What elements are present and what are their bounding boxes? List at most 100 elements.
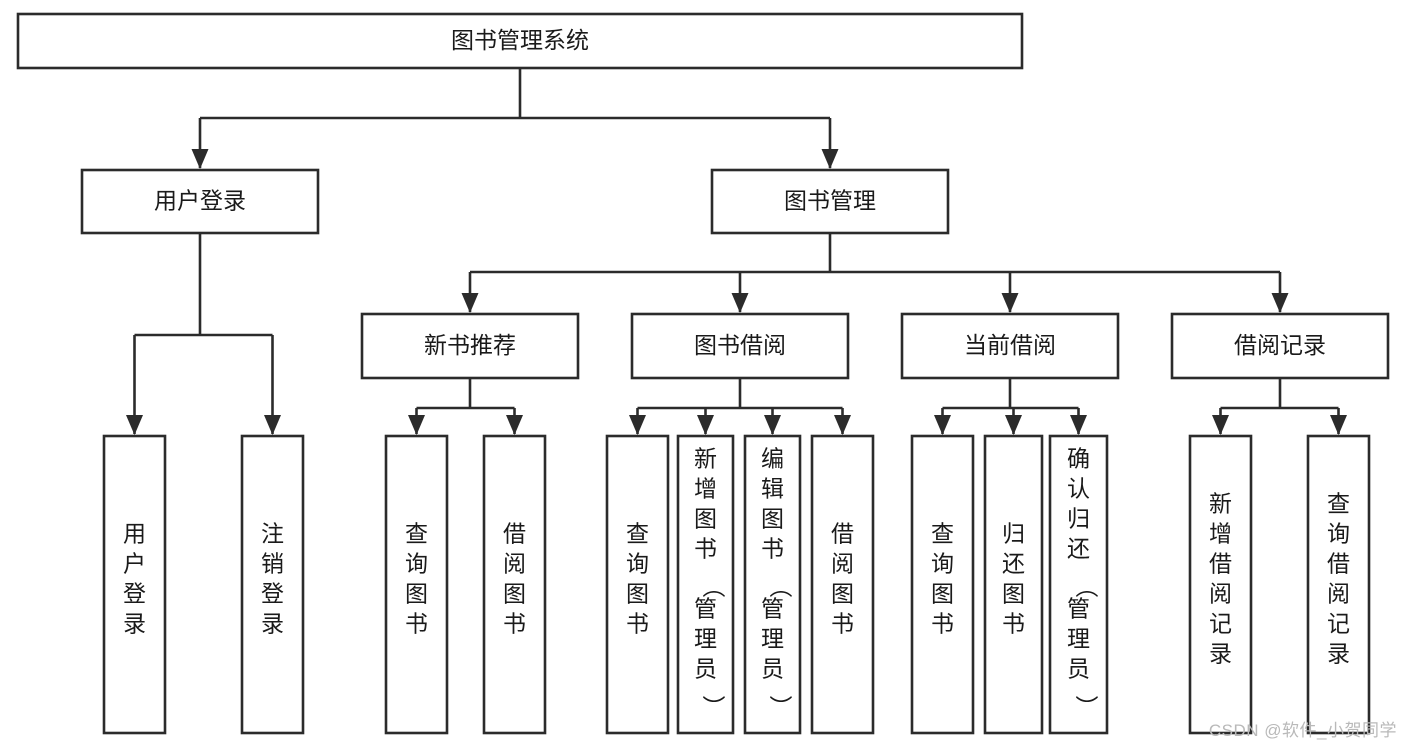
node-new-book-recommend[interactable] <box>360 312 580 380</box>
vertical-label-char: 认 <box>1067 476 1090 502</box>
node-root-label: 图书管理系统 <box>451 27 589 53</box>
watermark-text: CSDN @软件_小贺同学 <box>1208 721 1397 740</box>
node-layer: 图书管理系统用户登录图书管理新书推荐图书借阅当前借阅借阅记录用户登录注销登录查询… <box>16 12 1390 735</box>
vertical-label-char: 借 <box>1327 551 1350 577</box>
vertical-label-char: 户 <box>123 551 146 577</box>
vertical-label-char: 借 <box>1209 551 1232 577</box>
vertical-label-char: 归 <box>1002 521 1025 547</box>
vertical-label-char: 管 <box>1067 596 1090 622</box>
vertical-label-char: 登 <box>261 581 284 607</box>
node-book-borrow[interactable] <box>630 312 850 380</box>
connector-layer <box>126 68 1347 435</box>
node-leaf-query-book-2[interactable] <box>605 434 670 735</box>
arrow-head-icon <box>461 293 479 313</box>
vertical-label-char: 管 <box>761 596 784 622</box>
vertical-label-char: 查 <box>931 521 954 547</box>
node-leaf-user-logout[interactable] <box>240 434 305 735</box>
vertical-label-char: 书 <box>405 611 428 637</box>
vertical-label-char: 记 <box>1209 611 1232 637</box>
node-borrow-record[interactable] <box>1170 312 1390 380</box>
vertical-label-char: （ <box>701 575 727 598</box>
arrow-head-icon <box>834 415 851 435</box>
arrow-head-icon <box>126 415 143 435</box>
node-leaf-user-login[interactable] <box>102 434 167 735</box>
vertical-label-char: 辑 <box>761 476 784 502</box>
vertical-label-char: 查 <box>626 521 649 547</box>
node-leaf-return-book[interactable] <box>983 434 1044 735</box>
vertical-label-char: 登 <box>123 581 146 607</box>
vertical-label-char: 阅 <box>1327 581 1350 607</box>
node-user-login[interactable] <box>80 168 320 235</box>
vertical-label-char: 图 <box>503 581 526 607</box>
arrow-head-icon <box>1070 415 1087 435</box>
node-leaf-query-book-3[interactable] <box>910 434 975 735</box>
arrow-head-icon <box>731 293 749 313</box>
arrow-head-icon <box>506 415 523 435</box>
arrow-head-icon <box>1330 415 1347 435</box>
node-new-book-recommend-label: 新书推荐 <box>424 332 516 358</box>
node-leaf-borrow-book-1[interactable] <box>482 434 547 735</box>
vertical-label-char: 书 <box>694 536 717 562</box>
arrow-head-icon <box>1271 293 1289 313</box>
node-leaf-confirm-return[interactable] <box>1048 434 1109 735</box>
vertical-label-char: ） <box>701 695 727 718</box>
vertical-label-char: 询 <box>405 551 428 577</box>
vertical-label-char: 理 <box>761 626 784 652</box>
node-leaf-edit-book[interactable] <box>743 434 802 735</box>
arrow-head-icon <box>264 415 281 435</box>
vertical-label-char: 图 <box>405 581 428 607</box>
arrow-head-icon <box>1005 415 1022 435</box>
vertical-label-char: 阅 <box>1209 581 1232 607</box>
vertical-label-char: 录 <box>1327 641 1350 667</box>
vertical-label-char: 询 <box>626 551 649 577</box>
node-current-borrow[interactable] <box>900 312 1120 380</box>
node-leaf-query-record[interactable] <box>1306 434 1371 735</box>
vertical-label-char: 图 <box>761 506 784 532</box>
node-root[interactable] <box>16 12 1024 70</box>
vertical-label-char: 员 <box>694 656 717 682</box>
vertical-label-char: 用 <box>123 521 146 547</box>
vertical-label-char: 询 <box>931 551 954 577</box>
arrow-head-icon <box>629 415 646 435</box>
node-leaf-add-record[interactable] <box>1188 434 1253 735</box>
vertical-label-char: 书 <box>626 611 649 637</box>
vertical-label-char: 图 <box>626 581 649 607</box>
vertical-label-char: （ <box>1074 575 1100 598</box>
node-book-borrow-label: 图书借阅 <box>694 332 786 358</box>
vertical-label-char: 理 <box>1067 626 1090 652</box>
vertical-label-char: 还 <box>1067 536 1090 562</box>
vertical-label-char: 确 <box>1067 446 1090 472</box>
vertical-label-char: ） <box>1074 695 1100 718</box>
node-leaf-query-book-1[interactable] <box>384 434 449 735</box>
vertical-label-char: 录 <box>123 611 146 637</box>
vertical-label-char: 借 <box>831 521 854 547</box>
vertical-label-char: 书 <box>1002 611 1025 637</box>
node-leaf-add-book[interactable] <box>676 434 735 735</box>
arrow-head-icon <box>764 415 781 435</box>
vertical-label-char: 管 <box>694 596 717 622</box>
arrow-head-icon <box>697 415 714 435</box>
vertical-label-char: 查 <box>1327 491 1350 517</box>
arrow-head-icon <box>191 149 209 169</box>
arrow-head-icon <box>1212 415 1229 435</box>
arrow-head-icon <box>821 149 839 169</box>
vertical-label-char: 图 <box>931 581 954 607</box>
vertical-label-char: 借 <box>503 521 526 547</box>
node-book-manage[interactable] <box>710 168 950 235</box>
vertical-label-char: 书 <box>761 536 784 562</box>
vertical-label-char: 书 <box>931 611 954 637</box>
node-leaf-borrow-book-2[interactable] <box>810 434 875 735</box>
